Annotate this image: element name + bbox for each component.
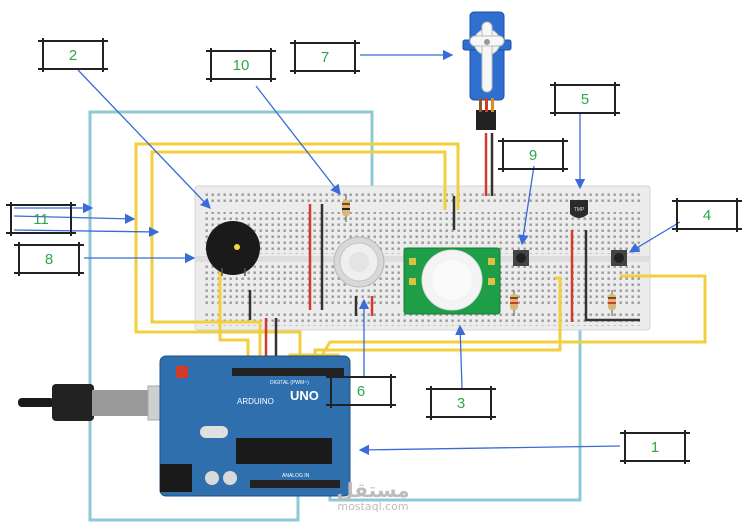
callout-label-6: 6 [326,374,396,408]
callout-label-1: 1 [620,430,690,464]
push-button-left [513,250,529,266]
arrow-10 [255,85,341,196]
resistor-button-left [510,290,518,316]
callout-label-10: 10 [206,48,276,82]
pir-motion-sensor [403,247,501,315]
resistor-top [342,194,350,222]
arrow-1 [358,444,621,456]
callout-arrows [13,49,681,456]
callout-label-3: 3 [426,386,496,420]
watermark-arabic: مستقل [336,478,410,502]
callout-label-8: 8 [14,242,84,276]
arrow-3 [455,324,466,389]
board-model-text: UNO [290,388,319,403]
analog-header-text: ANALOG IN [282,473,310,479]
callout-label-2: 2 [38,38,108,72]
arrow-11b [13,213,136,224]
sensor-tag: TMP [574,207,585,213]
temperature-sensor: TMP [570,200,588,218]
arrow-4 [628,221,681,253]
digital-header-text: DIGITAL (PWM~) [270,380,309,386]
watermark: مستقل mostaql.com [328,480,418,514]
push-button-right [611,250,627,266]
callout-label-7: 7 [290,40,360,74]
servo-motor [462,11,512,130]
watermark-latin: mostaql.com [337,500,409,513]
callout-label-5: 5 [550,82,620,116]
arrow-9 [518,165,535,246]
callout-label-11: 11 [6,202,76,236]
arrow-11c [13,226,160,238]
arrow-2 [77,69,211,209]
arduino-uno-board: ARDUINO UNO DIGITAL (PWM~) ANALOG IN [159,355,351,497]
board-brand-text: ARDUINO [237,397,274,406]
callout-label-4: 4 [672,198,742,232]
callout-label-9: 9 [498,138,568,172]
resistors [342,194,616,316]
resistor-button-right [608,290,616,316]
piezo-buzzer [206,221,260,276]
gas-sensor [333,236,385,288]
